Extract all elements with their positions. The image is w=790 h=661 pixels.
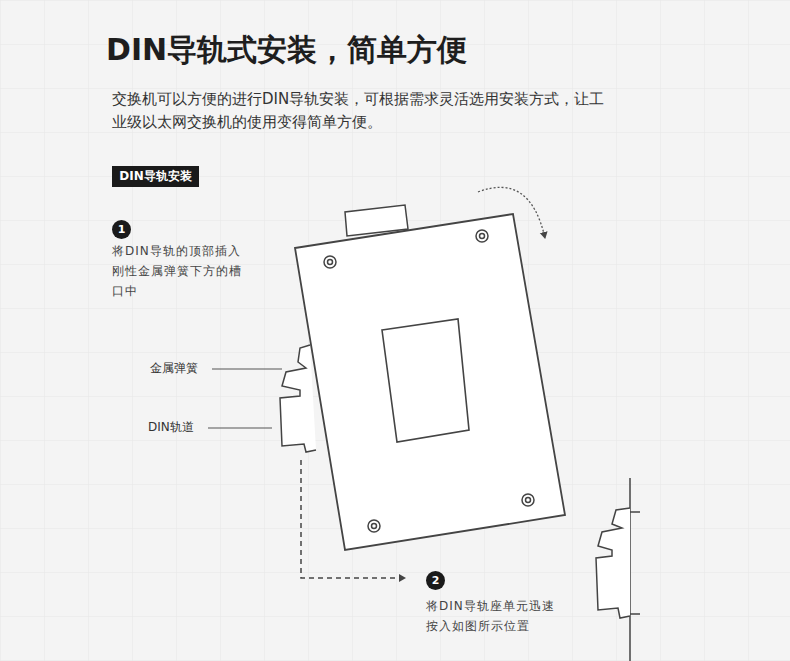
part-label: 金属弹簧 (150, 360, 198, 377)
part-label: DIN轨道 (148, 419, 194, 436)
tag-text: DIN导轨安装 (119, 169, 191, 183)
move-arrow (301, 460, 405, 578)
device-label-window (382, 319, 469, 442)
intro-text: 交换机可以方便的进行DIN导轨安装，可根据需求灵活选用安装方式，让工业级以太网交… (112, 88, 612, 134)
screws (324, 230, 534, 532)
step-text: 将DIN导轨的顶部插入刚性金属弹簧下方的槽口中 (112, 241, 252, 301)
mounted-rail (596, 508, 630, 618)
callout-digit: 2 (432, 574, 440, 587)
din-rail (280, 345, 316, 452)
switch-body (295, 214, 565, 550)
leader-line (212, 369, 282, 370)
leader-line (208, 428, 272, 429)
page-title: DIN导轨式安装，简单方便 (106, 30, 467, 71)
step-text: 将DIN导轨座单元迅速按入如图所示位置 (426, 596, 561, 636)
callout-digit: 1 (118, 223, 126, 236)
section-tag: DIN导轨安装 (112, 166, 199, 187)
callout-number: 2 (426, 571, 445, 590)
callout-number: 1 (112, 220, 131, 239)
rail-clip (630, 512, 640, 614)
